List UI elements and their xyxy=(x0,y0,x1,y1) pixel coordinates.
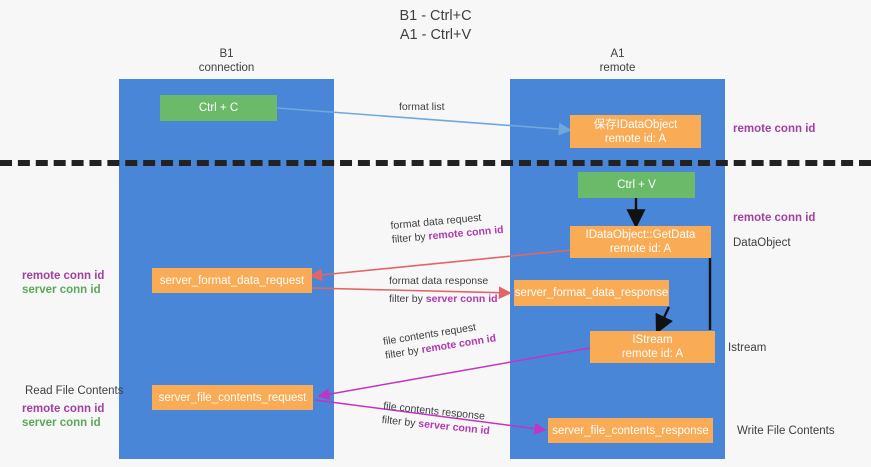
arrow-format-list xyxy=(276,107,572,136)
node-data-object[interactable]: 保存IDataObject remote id: A xyxy=(570,115,701,148)
node-ctrl-v-label: Ctrl + V xyxy=(617,179,656,191)
lane-header-b1-name: B1 xyxy=(219,48,234,60)
node-ctrl-c[interactable]: Ctrl + C xyxy=(160,95,277,121)
annotation-left-read-file-contents: Read File Contents xyxy=(25,385,124,397)
node-server-file-contents-request[interactable]: server_file_contents_request xyxy=(152,385,313,410)
node-server-format-data-response[interactable]: server_format_data_response xyxy=(514,280,669,306)
arrow-response-to-istream xyxy=(655,306,673,335)
node-istream-label: IStream xyxy=(632,334,673,346)
page-title: B1 - Ctrl+C A1 - Ctrl+V xyxy=(0,7,871,45)
node-ctrl-v[interactable]: Ctrl + V xyxy=(578,172,695,198)
node-istream[interactable]: IStream remote id: A xyxy=(590,331,715,363)
arrow-format-data-response xyxy=(310,286,512,300)
lane-header-a1: A1 remote xyxy=(510,47,725,75)
node-server-file-contents-response-label: server_file_contents_response xyxy=(552,424,709,437)
annotation-right-remote-conn-id-1: remote conn id xyxy=(733,123,816,135)
edge-label-format-data-response-filter: filter by server conn id xyxy=(389,293,498,305)
annotation-right-remote-conn-id-2: remote conn id xyxy=(733,212,816,224)
lane-header-b1: B1 connection xyxy=(119,47,334,75)
lane-header-a1-name: A1 xyxy=(610,48,625,60)
node-server-format-data-request-label: server_format_data_request xyxy=(159,274,305,287)
edge-label-format-data-response-text: format data response xyxy=(389,275,489,287)
node-ctrl-c-label: Ctrl + C xyxy=(198,102,239,114)
node-idataobject-getdata-remote-id: remote id: A xyxy=(609,243,672,255)
annotation-right-dataobject: DataObject xyxy=(733,237,791,249)
annotation-right-write-file-contents: Write File Contents xyxy=(737,425,835,437)
annotation-right-istream: Istream xyxy=(728,342,767,354)
edge-label-format-list-text: format list xyxy=(399,101,445,113)
phase-divider xyxy=(0,160,871,166)
arrow-format-data-request xyxy=(309,249,573,282)
annotation-left-server-conn-id-2: server conn id xyxy=(22,417,101,429)
node-data-object-label: 保存IDataObject xyxy=(593,118,678,131)
page-title-line2: A1 - Ctrl+V xyxy=(399,27,472,43)
node-server-file-contents-response[interactable]: server_file_contents_response xyxy=(548,418,713,443)
annotation-left-remote-conn-id-1: remote conn id xyxy=(22,270,105,282)
node-server-format-data-request[interactable]: server_format_data_request xyxy=(152,268,312,293)
node-server-file-contents-request-label: server_file_contents_request xyxy=(158,391,307,404)
node-data-object-remote-id: remote id: A xyxy=(604,132,667,145)
node-idataobject-getdata-label: IDataObject::GetData xyxy=(585,229,696,241)
annotation-left-server-conn-id-1: server conn id xyxy=(22,284,101,296)
annotation-left-remote-conn-id-2: remote conn id xyxy=(22,403,105,415)
node-idataobject-getdata[interactable]: IDataObject::GetData remote id: A xyxy=(570,226,711,258)
edge-label-format-data-response: format data response filter by server co… xyxy=(389,274,498,306)
lane-header-a1-subtitle: remote xyxy=(599,62,636,74)
lane-header-b1-subtitle: connection xyxy=(198,62,255,74)
page-title-line1: B1 - Ctrl+C xyxy=(399,8,472,24)
edge-label-format-list: format list xyxy=(399,100,445,114)
node-server-format-data-response-label: server_format_data_response xyxy=(514,287,669,299)
node-istream-remote-id: remote id: A xyxy=(621,348,684,360)
arrow-file-contents-request xyxy=(317,347,591,401)
arrow-file-contents-response xyxy=(314,399,547,435)
